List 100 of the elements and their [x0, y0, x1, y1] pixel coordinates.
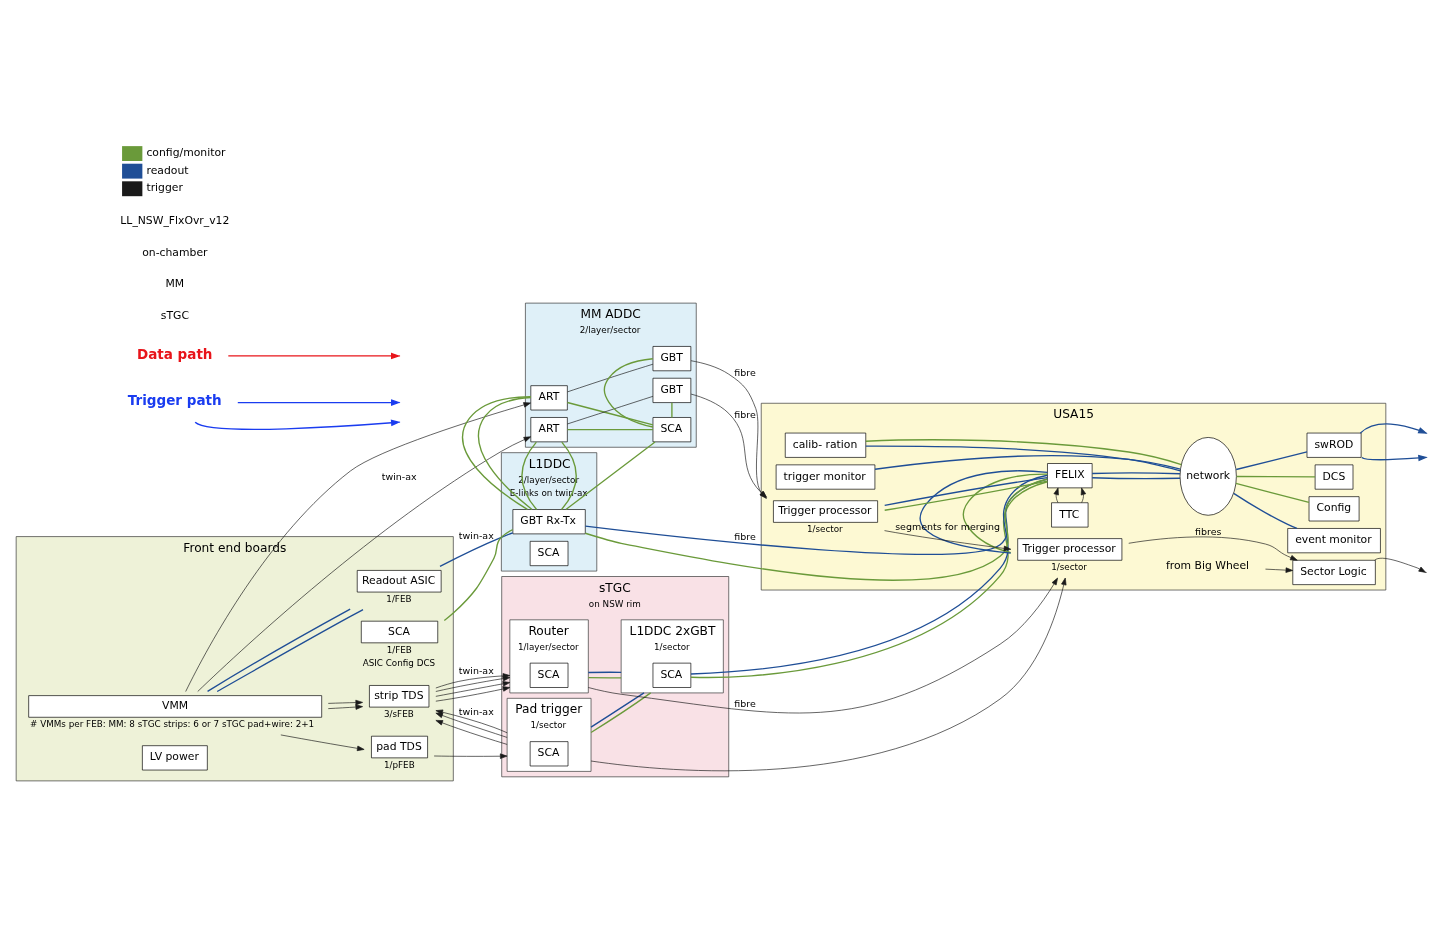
arrow	[197, 436, 532, 692]
node-label: 3/sFEB	[383, 708, 414, 719]
node-label: 1/layer/sector	[517, 641, 579, 652]
connector	[216, 609, 364, 693]
connector	[590, 692, 645, 728]
node-box: ART	[530, 417, 568, 443]
arrow	[588, 577, 1058, 714]
node-box: GBT	[652, 377, 692, 403]
connector	[603, 358, 654, 428]
connector	[1091, 477, 1181, 480]
arrow	[1053, 487, 1059, 503]
arrow	[280, 734, 365, 752]
node-label: 1/sector	[806, 524, 843, 535]
node-box: event monitor	[1287, 528, 1381, 554]
arrow	[884, 530, 1012, 552]
node-box: ART	[530, 385, 568, 411]
node-label: 1/sector	[653, 641, 690, 652]
node-box: GBT Rx-Tx	[512, 509, 586, 535]
node-label: 1/FEB	[386, 644, 412, 655]
node-label: on NSW rim	[588, 598, 641, 609]
node-label: 1/FEB	[386, 593, 412, 604]
node-box: SCA	[529, 541, 569, 566]
edge-label: twin-ax	[458, 665, 494, 677]
connector	[1235, 482, 1310, 504]
edge-label: twin-ax	[458, 705, 494, 717]
label: sTGC	[160, 309, 189, 323]
connector	[206, 608, 351, 693]
arrow	[433, 753, 508, 759]
node-box: Config	[1308, 496, 1360, 522]
arrow	[435, 686, 511, 702]
connector	[1233, 492, 1298, 530]
arrow	[194, 419, 401, 430]
edge-label: fibre	[734, 408, 756, 420]
node-box: swROD	[1306, 432, 1362, 458]
arrow	[1265, 567, 1294, 573]
connector	[962, 473, 1048, 554]
arrow	[227, 352, 401, 360]
node-label: 1/sector	[530, 720, 567, 731]
connector	[565, 441, 656, 511]
node-box: Sector Logic	[1292, 559, 1376, 585]
connector	[1091, 472, 1181, 475]
arrow	[435, 681, 511, 697]
edge-label: fibre	[734, 698, 756, 710]
node-label: 1/pFEB	[383, 759, 415, 770]
label: on-chamber	[142, 245, 208, 259]
connector	[587, 671, 622, 674]
edge-label: fibre	[734, 367, 756, 379]
arrow	[327, 704, 363, 710]
connector	[865, 445, 1181, 472]
connector	[567, 396, 654, 425]
label: LL_NSW_FlxOvr_v12	[120, 213, 230, 227]
node-label: ASIC Config DCS	[362, 658, 436, 669]
connector	[874, 455, 1182, 470]
edge-label: fibre	[734, 531, 756, 543]
node-box: trigger monitor	[775, 464, 876, 490]
connector	[587, 677, 622, 679]
connector	[590, 692, 652, 734]
node-label: # VMMs per FEB: MM: 8 sTGC strips: 6 or 7 sTGC pad+wire: 2+1	[30, 719, 315, 730]
edge-label: twin-ax	[458, 529, 494, 541]
node-label: 2/layer/sector	[579, 325, 641, 336]
connector	[566, 401, 654, 426]
legend-label: trigger	[146, 181, 183, 195]
node-box: SCA	[652, 417, 692, 443]
node-label: 1/sector	[1051, 562, 1087, 573]
connector	[1235, 475, 1316, 478]
node-box: SCA	[529, 741, 569, 767]
connector	[461, 396, 533, 511]
node-ellipse: network	[1179, 437, 1237, 516]
arrow	[327, 699, 363, 706]
connector	[919, 470, 1049, 554]
edge-label: twin-ax	[381, 470, 417, 482]
node-box: LV power	[142, 745, 208, 771]
node-text: Trigger path	[127, 392, 222, 409]
arrow	[1359, 423, 1428, 434]
node-box: FELIX	[1047, 463, 1093, 489]
label: MM	[165, 277, 185, 291]
connector	[566, 429, 654, 431]
connector	[584, 478, 1049, 555]
connector	[671, 401, 673, 419]
arrow	[590, 577, 1067, 771]
node-box: calib- ration	[784, 432, 867, 458]
connector	[865, 439, 1183, 466]
connector	[567, 363, 654, 393]
node-box: SCA	[529, 662, 569, 688]
connector	[584, 478, 1048, 581]
connector	[443, 528, 514, 622]
edge-label: fibres	[1194, 525, 1222, 537]
legend-label: readout	[146, 163, 189, 177]
legend-label: config/monitor	[146, 146, 226, 160]
node-box: GBT	[652, 346, 692, 372]
arrow	[435, 720, 508, 745]
arrow	[1080, 487, 1087, 503]
connector	[439, 532, 514, 567]
node-text: from Big Wheel	[1165, 558, 1250, 572]
connector	[1235, 451, 1308, 471]
node-text: Data path	[136, 345, 213, 362]
node-box: SCA	[652, 662, 692, 688]
node-box: DCS	[1314, 464, 1354, 490]
arrow	[1128, 536, 1298, 561]
node-box: TTC	[1051, 502, 1089, 528]
